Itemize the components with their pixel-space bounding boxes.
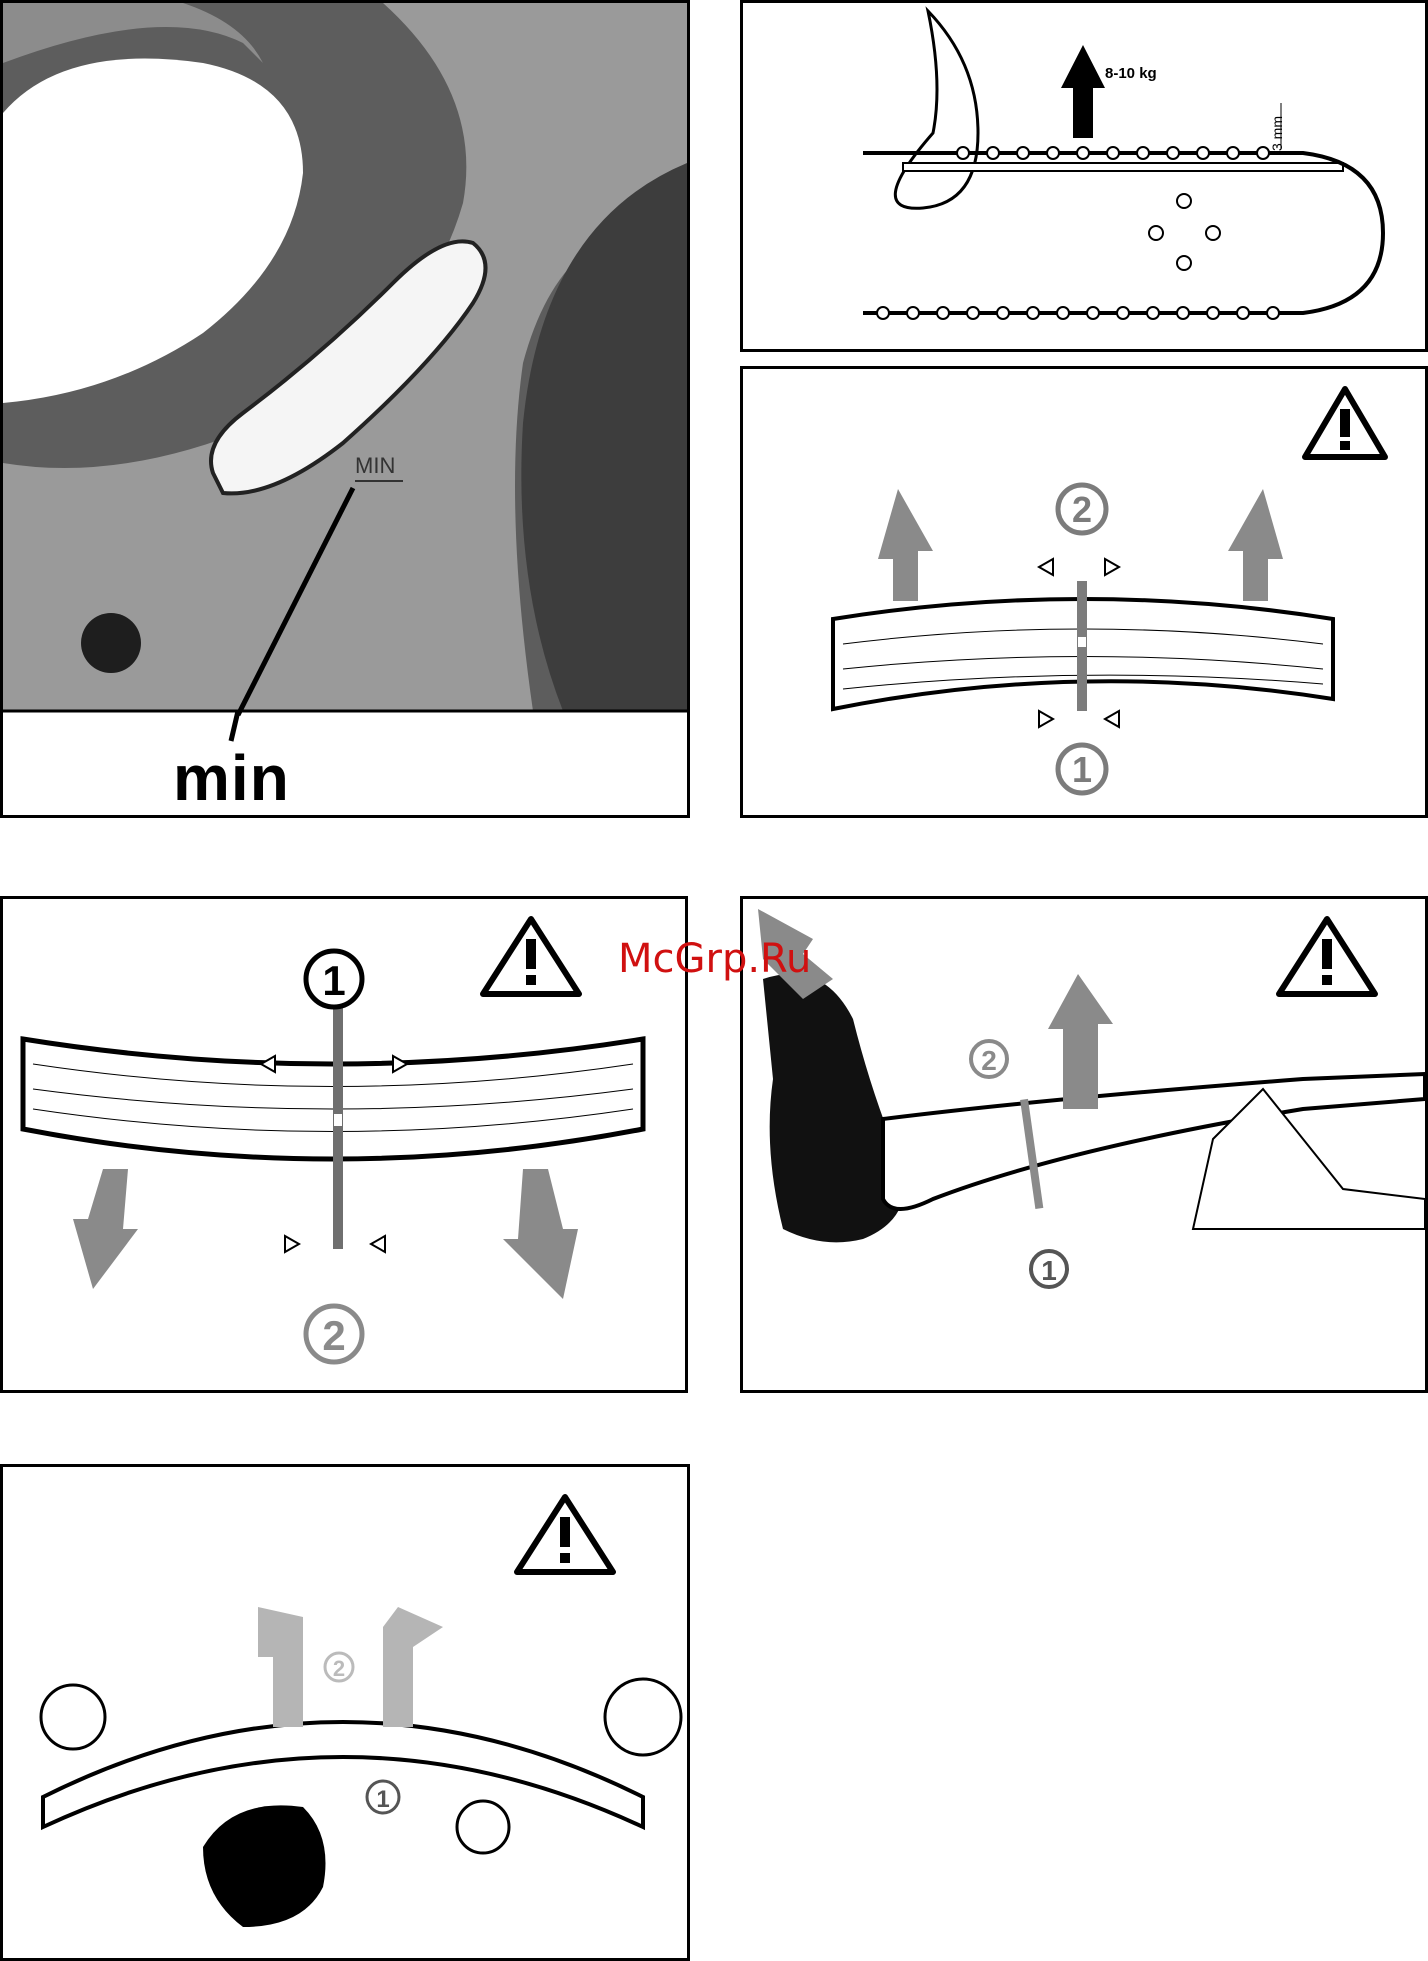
arrow-icon (73, 1169, 578, 1299)
force-label: 8-10 kg (1105, 65, 1157, 82)
warning-triangle-icon (1279, 919, 1375, 994)
marker-2: 2 (333, 1656, 345, 1681)
warning-triangle-icon (1305, 389, 1385, 457)
tension-bottom-panel: 1 2 (0, 896, 688, 1393)
uprooted-tree-panel: 2 1 (740, 896, 1428, 1393)
marker-2: 2 (322, 1312, 345, 1359)
warning-triangle-icon (517, 1497, 613, 1572)
chain-tension-diagram (743, 3, 1425, 349)
tension-top-panel: 2 1 (740, 366, 1428, 818)
oil-level-photo: MIN (3, 3, 687, 815)
force-arrow-icon (1061, 45, 1105, 138)
tension-top-diagram: 2 1 (743, 369, 1425, 815)
marker-1: 1 (1072, 749, 1092, 790)
min-engraving: MIN (355, 453, 395, 478)
marker-2: 2 (1072, 489, 1092, 530)
warning-triangle-icon (483, 919, 579, 994)
gap-label: 3 mm (1269, 116, 1285, 151)
chain-tension-panel: 8-10 kg 3 mm (740, 0, 1428, 352)
oil-level-photo-panel: MIN min (0, 0, 690, 818)
marker-2: 2 (981, 1045, 997, 1076)
tension-bottom-diagram: 1 2 (3, 899, 685, 1390)
supported-trunk-panel: 2 1 (0, 1464, 690, 1961)
supported-trunk-diagram: 2 1 (3, 1467, 687, 1958)
marker-1: 1 (322, 957, 345, 1004)
marker-1: 1 (1041, 1255, 1057, 1286)
watermark: McGrp.Ru (618, 936, 811, 982)
marker-1: 1 (376, 1786, 389, 1813)
uprooted-tree-diagram: 2 1 (743, 899, 1425, 1390)
min-label: min (173, 741, 290, 815)
